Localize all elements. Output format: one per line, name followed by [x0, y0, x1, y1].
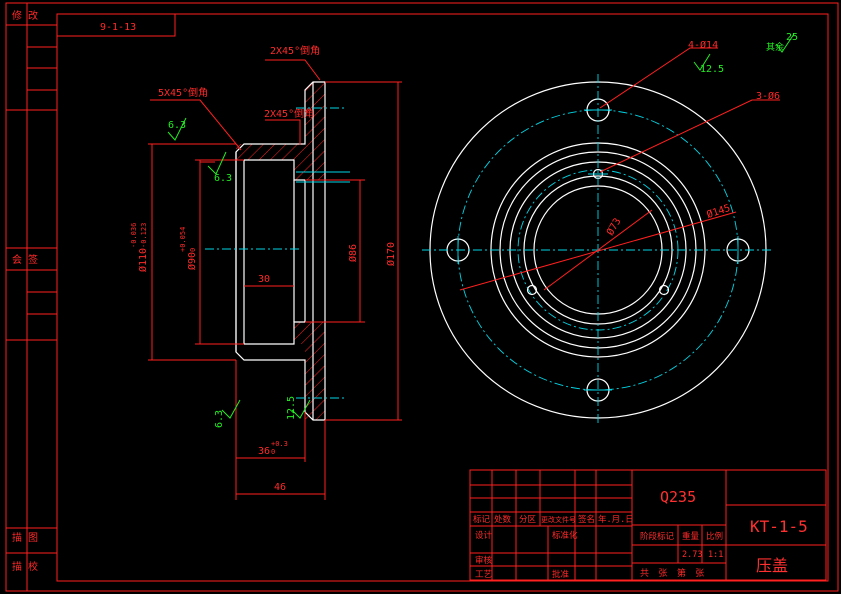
roughness-label-2: 6.3	[214, 173, 232, 184]
roughness-symbols	[167, 117, 311, 419]
tb-approve: 批准	[552, 569, 570, 580]
roughness-label-3: 6.3	[214, 410, 225, 428]
tb-process: 工艺	[475, 570, 492, 580]
tb-standard: 标准化	[552, 530, 578, 541]
holes-4-roughness-symbol	[693, 53, 711, 71]
chamfer-top-label: 2X45°倒角	[270, 45, 320, 57]
revision-modify-label: 修 改	[12, 9, 38, 22]
dim-dia-90-tol-upper: +0.054	[179, 227, 187, 252]
dim-36: 36	[258, 446, 270, 457]
tb-header-sign: 签名	[578, 514, 595, 525]
revision-trace-label: 描 图	[12, 531, 38, 544]
tb-stage: 阶段标记	[640, 531, 675, 542]
tb-weight-label: 重量	[682, 531, 700, 542]
drawing-frame	[5, 2, 839, 592]
chamfer-inner-label: 2X45°倒角	[264, 108, 314, 120]
section-dimensions	[148, 59, 402, 500]
dim-dia-110-tol-upper: -0.036	[130, 223, 138, 248]
front-view	[422, 47, 780, 424]
dim-dia-145: Ø145	[705, 202, 732, 221]
dim-dia-90: Ø90	[186, 252, 198, 270]
revision-check-label: 描 校	[12, 560, 38, 573]
tb-header-doc: 更改文件号	[541, 515, 576, 524]
dim-30: 30	[258, 274, 270, 285]
dim-dia-170: Ø170	[385, 242, 397, 266]
title-material: Q235	[660, 488, 696, 506]
other-roughness-mark: 其余	[766, 41, 784, 53]
tb-scale-label: 比例	[706, 531, 723, 542]
tb-header-mark: 标记	[473, 514, 491, 525]
dim-46: 46	[274, 482, 286, 493]
tb-design: 设计	[475, 530, 493, 541]
tb-sheets: 共 张 第 张	[640, 567, 706, 579]
holes-3-label: 3-Ø6	[756, 90, 780, 102]
holes-4-label: 4-Ø14	[688, 39, 718, 51]
tb-review: 审核	[475, 555, 493, 566]
dim-dia-110-tol-lower: -0.123	[140, 223, 148, 248]
drawing-ref-number: 9-1-13	[100, 22, 136, 33]
dim-dia-86: Ø86	[347, 244, 359, 262]
revision-sign-label: 会 签	[12, 253, 38, 266]
tb-header-zone: 分区	[519, 515, 537, 525]
dim-dia-90-tol-lower: 0	[189, 248, 197, 252]
tb-header-date: 年.月.日	[598, 514, 634, 525]
dim-36-tolerance-lower: 0	[271, 448, 275, 456]
dim-dia-110: Ø110	[137, 248, 149, 272]
title-part-number: KT-1-5	[750, 517, 808, 536]
title-part-name: 压盖	[756, 556, 788, 575]
tb-scale-value: 1:1	[708, 550, 723, 560]
roughness-label-1: 6.3	[168, 120, 186, 131]
dim-dia-73: Ø73	[604, 216, 623, 238]
other-roughness-value: 25	[786, 32, 798, 43]
other-roughness-symbol	[775, 33, 795, 53]
section-view	[205, 81, 350, 421]
dim-36-tolerance: +0.3	[271, 440, 288, 448]
title-block	[469, 469, 827, 581]
roughness-label-4: 12.5	[286, 396, 297, 420]
tb-header-count: 处数	[494, 514, 512, 525]
holes-4-roughness: 12.5	[700, 64, 724, 75]
tb-weight-value: 2.73	[682, 550, 702, 560]
chamfer-left-label: 5X45°倒角	[158, 87, 208, 99]
